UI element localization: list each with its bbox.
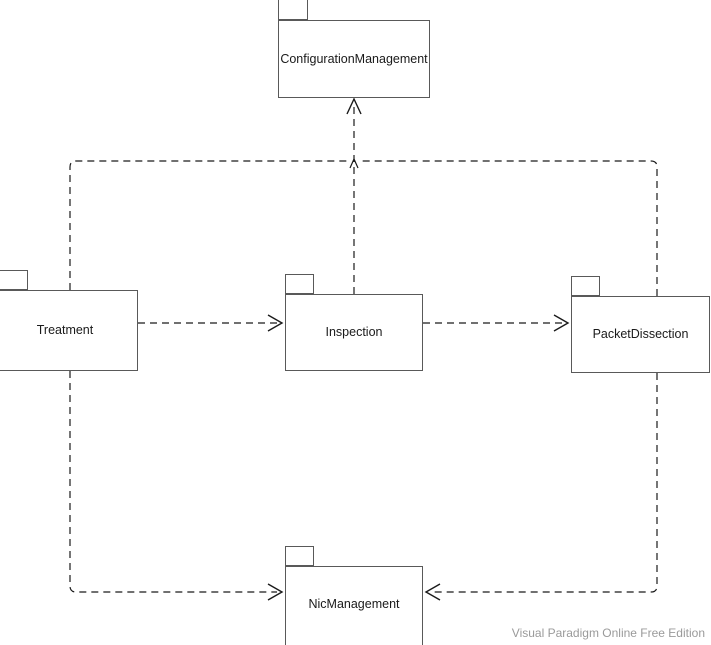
package-tab [278,0,308,20]
edge-packetdissection-to-nicmanagement [424,373,658,601]
package-tab [0,270,28,290]
package-body: NicManagement [285,566,423,645]
package-tab [571,276,600,296]
package-label: Treatment [36,323,94,337]
package-label: Inspection [325,325,383,339]
package-body: ConfigurationManagement [278,20,430,98]
arrowhead-open-icon [346,97,362,115]
arrowhead-open-icon [267,583,284,601]
edge-treatment-to-configurationmanagement [69,160,350,290]
package-label: NicManagement [308,596,400,611]
watermark-label: Visual Paradigm Online Free Edition [511,626,705,640]
edge-packetdissection-to-configurationmanagement [358,160,658,296]
edge-inspection-to-packetdissection [423,314,570,332]
package-body: Inspection [285,294,423,371]
package-body: Treatment [0,290,138,371]
edge-treatment-to-inspection [138,314,284,332]
edge-treatment-to-nicmanagement [69,371,284,601]
package-body: PacketDissection [571,296,710,373]
arrowhead-open-icon [424,583,441,601]
package-tab [285,274,314,294]
package-tab [285,546,314,566]
arrowhead-open-icon [267,314,284,332]
arrowhead-open-icon [553,314,570,332]
edge-inspection-to-configurationmanagement [346,97,362,294]
arrowhead-small-icon [349,157,359,169]
package-label: ConfigurationManagement [280,51,428,66]
package-label: PacketDissection [592,327,689,341]
